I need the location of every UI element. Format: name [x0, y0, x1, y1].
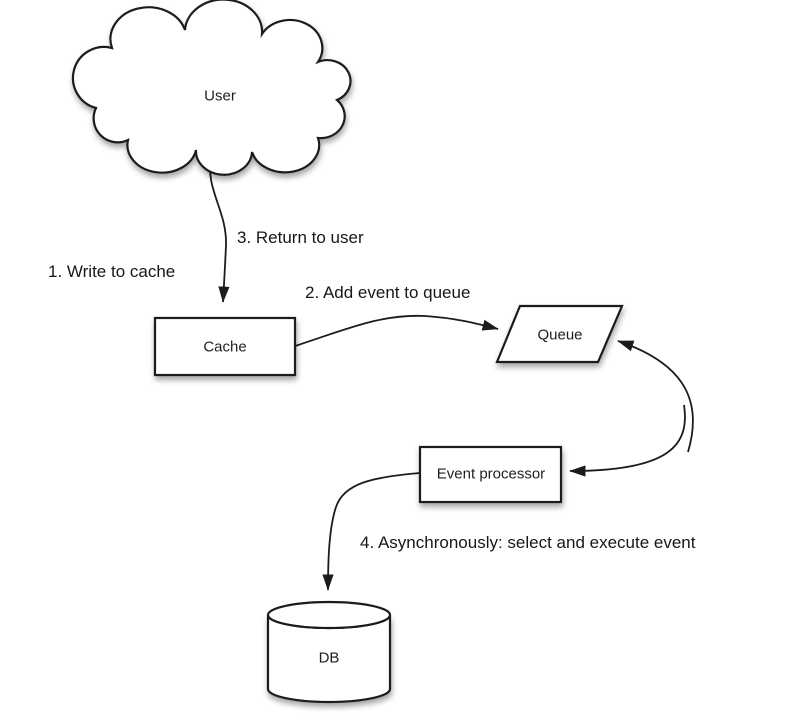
db-label: DB — [319, 650, 340, 667]
step-label-write-to-cache: 1. Write to cache — [48, 262, 175, 281]
node-queue: Queue — [495, 304, 624, 364]
event-processor-label: Event processor — [437, 466, 545, 483]
user-cloud-shape — [71, 0, 352, 176]
node-db: DB — [266, 600, 392, 704]
step-label-add-event-to-queue: 2. Add event to queue — [305, 283, 470, 302]
cache-label: Cache — [203, 339, 246, 356]
db-cylinder-top-shape — [266, 600, 392, 630]
step-label-async-execute: 4. Asynchronously: select and execute ev… — [360, 533, 696, 552]
node-user: User — [71, 0, 352, 176]
edge-write-to-cache-arrow — [209, 155, 230, 303]
user-label: User — [204, 88, 236, 105]
edge-async-execute-arrow — [322, 472, 421, 591]
queue-parallelogram-shape — [495, 304, 624, 364]
node-cache: Cache — [153, 316, 297, 377]
event-processor-rect-shape — [418, 445, 563, 504]
node-event-processor: Event processor — [418, 445, 563, 504]
step-label-return-to-user: 3. Return to user — [237, 228, 364, 247]
edge-add-event-to-queue-arrow — [294, 314, 499, 347]
queue-label: Queue — [537, 327, 582, 344]
cache-rect-shape — [153, 316, 297, 377]
edge-processor-to-queue-arrow — [617, 340, 694, 453]
edge-queue-to-processor-arrow — [569, 404, 686, 477]
